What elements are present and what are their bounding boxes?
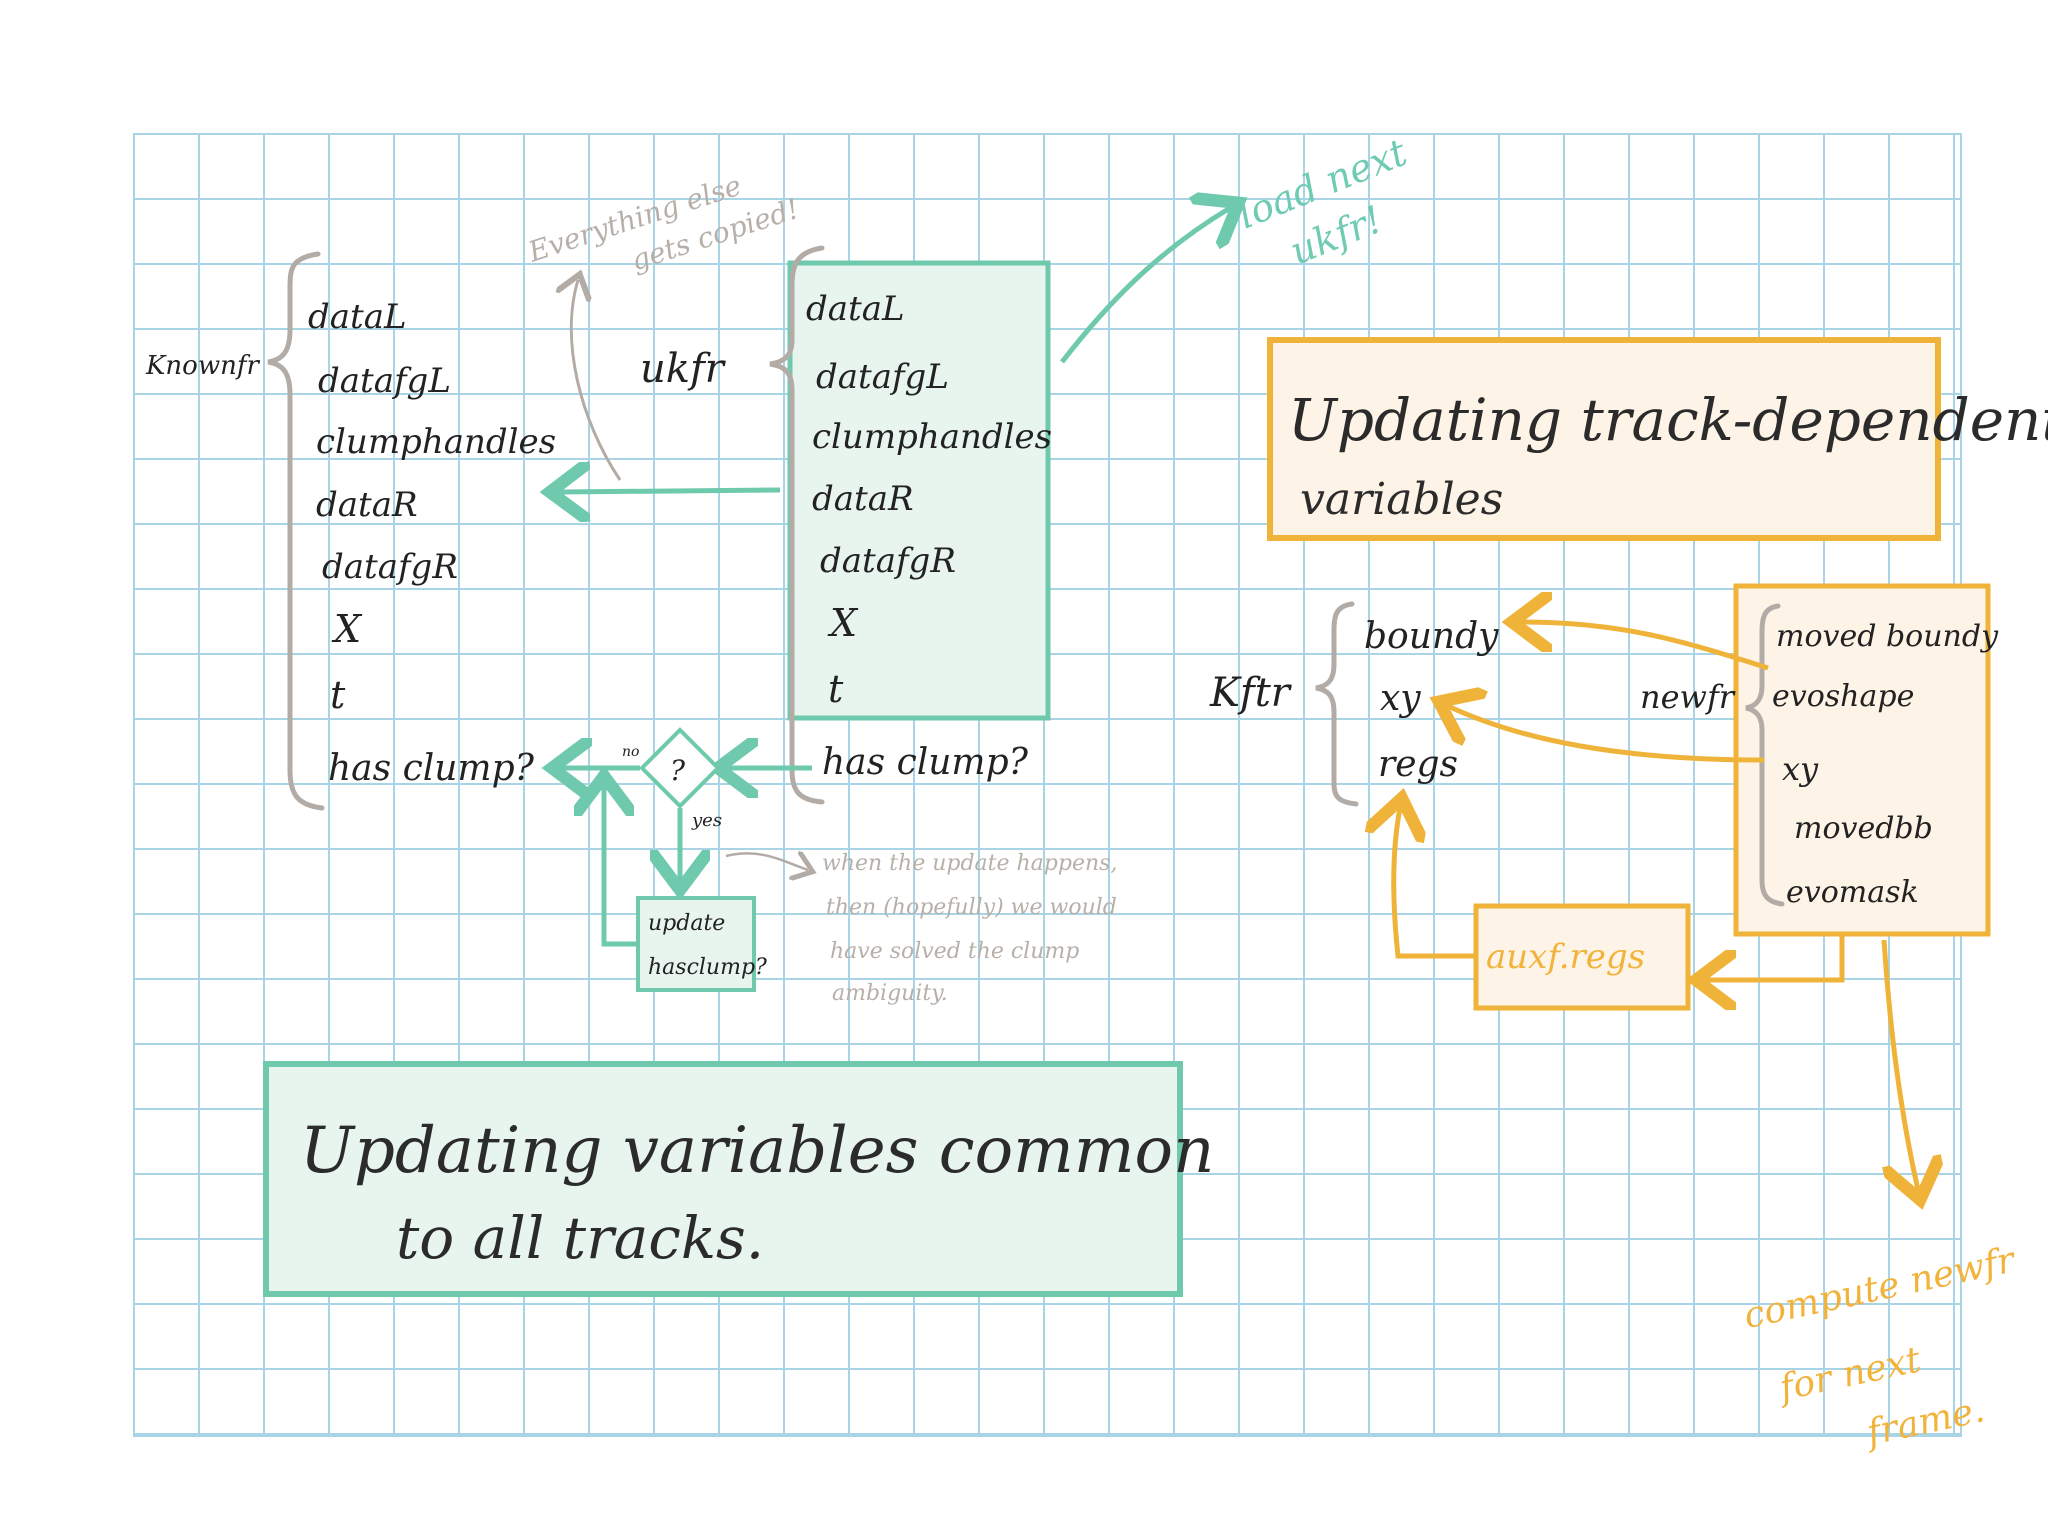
note-when-line1: when the update happens, (822, 851, 1117, 876)
ukfr-item-x: X (827, 601, 859, 645)
newfr-item-evoshape: evoshape (1772, 679, 1914, 714)
title-common-line2: to all tracks. (396, 1204, 764, 1272)
auxf-to-regs-arrow (1394, 808, 1474, 959)
newfr-item-evomask: evomask (1786, 875, 1919, 910)
knownfr-item-datafgl: datafgL (318, 361, 451, 401)
kftr-item-xy: xy (1380, 678, 1421, 719)
kftr-item-regs: regs (1378, 744, 1458, 785)
note-copied: Everything else gets copied! (523, 169, 803, 278)
ukfr-box (787, 260, 1051, 721)
decision-yes: yes (691, 810, 722, 831)
note-compute: compute newfr for next frame. (1740, 1239, 2020, 1454)
ukfr-item-clumphandles: clumphandles (812, 417, 1052, 457)
ukfr-item-datal: dataL (806, 289, 905, 329)
ukfr-item-t: t (828, 667, 844, 711)
ukfr-item-datafgl: datafgL (816, 357, 949, 397)
update-box-line1: update (648, 911, 725, 936)
knownfr-label: Knownfr (145, 351, 260, 381)
note-when-line3: have solved the clump (830, 939, 1079, 964)
title-common-line1: Updating variables common (300, 1114, 1214, 1188)
arrow-to-xy (1448, 706, 1765, 763)
decision-no: no (622, 744, 639, 760)
ukfr-items: dataL datafgL clumphandles dataR datafgR… (806, 289, 1052, 783)
note-compute-line2: for next (1773, 1339, 1925, 1410)
decision-symbol: ? (670, 754, 686, 787)
decision-diamond (639, 727, 721, 809)
newfr-brace (1745, 603, 1785, 907)
title-track-line2: variables (1300, 474, 1503, 525)
evomask-to-auxf-arrow (1706, 936, 1845, 980)
ukfr-brace (769, 245, 825, 805)
knownfr-item-x: X (331, 607, 363, 651)
knownfr-items: dataL datafgL clumphandles dataR datafgR… (308, 297, 556, 789)
kftr-item-boundy: boundy (1364, 616, 1499, 657)
note-when-line4: ambiguity. (832, 981, 948, 1006)
note-compute-line1: compute newfr (1740, 1239, 2020, 1337)
knownfr-item-datal: dataL (308, 297, 407, 337)
update-loop-arrow (604, 786, 636, 947)
kftr-label: Kftr (1209, 670, 1293, 716)
knownfr-item-datafgr: datafgR (322, 547, 458, 587)
title-common-box (263, 1061, 1183, 1297)
ukfr-item-datar: dataR (812, 479, 914, 519)
update-box-line2: hasclump? (648, 955, 767, 980)
newfr-box (1733, 583, 1991, 937)
newfr-item-movedboundy: moved boundy (1776, 619, 1999, 654)
knownfr-item-datar: dataR (316, 485, 418, 525)
newfr-item-movedbb: movedbb (1794, 811, 1933, 846)
note-when-line2: then (hopefully) we would (826, 895, 1117, 920)
newfr-item-xy: xy (1782, 750, 1819, 788)
ukfr-label: ukfr (640, 346, 727, 392)
auxf-box (1473, 903, 1691, 1011)
copy-arrow (560, 490, 781, 492)
knownfr-item-t: t (330, 673, 346, 717)
newfr-label: newfr (1640, 678, 1736, 716)
knownfr-brace (267, 251, 325, 811)
title-track-line1: Updating track-dependent (1288, 386, 2048, 454)
knownfr-item-clumphandles: clumphandles (316, 422, 556, 462)
title-track-box (1267, 337, 1941, 541)
auxf-label: auxf.regs (1486, 937, 1645, 977)
note-copied-arrow (571, 280, 622, 481)
load-next-arrow (1060, 208, 1230, 364)
kftr-brace (1315, 601, 1359, 807)
knownfr-item-hasclump: has clump? (328, 748, 535, 789)
ukfr-item-hasclump: has clump? (822, 742, 1029, 783)
note-when: when the update happens, then (hopefully… (822, 851, 1117, 1006)
compute-arrow (1881, 939, 1918, 1190)
note-load: load next ukfr! (1232, 130, 1414, 274)
arrow-to-boundy (1522, 622, 1769, 671)
note-when-pointer (725, 853, 808, 870)
update-box (636, 896, 756, 992)
ukfr-item-datafgr: datafgR (820, 541, 956, 581)
note-compute-line3: frame. (1860, 1389, 1988, 1454)
